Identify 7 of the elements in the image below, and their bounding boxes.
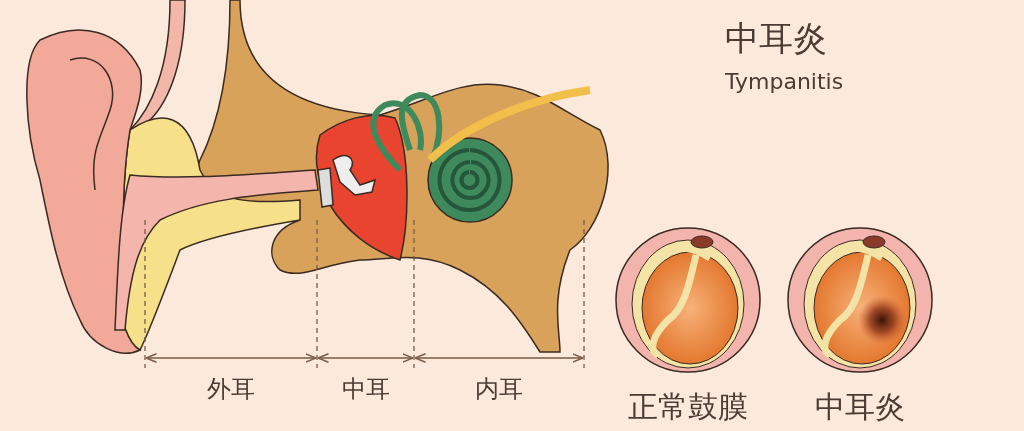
figure-caption: 正常鼓膜 bbox=[628, 390, 748, 423]
title: 中耳炎 bbox=[725, 20, 827, 58]
subtitle: Tympanitis bbox=[725, 70, 844, 95]
section-label: 内耳 bbox=[475, 376, 523, 403]
section-label: 外耳 bbox=[207, 376, 255, 403]
section-label: 中耳 bbox=[341, 376, 390, 403]
figure-caption: 中耳炎 bbox=[815, 390, 905, 423]
